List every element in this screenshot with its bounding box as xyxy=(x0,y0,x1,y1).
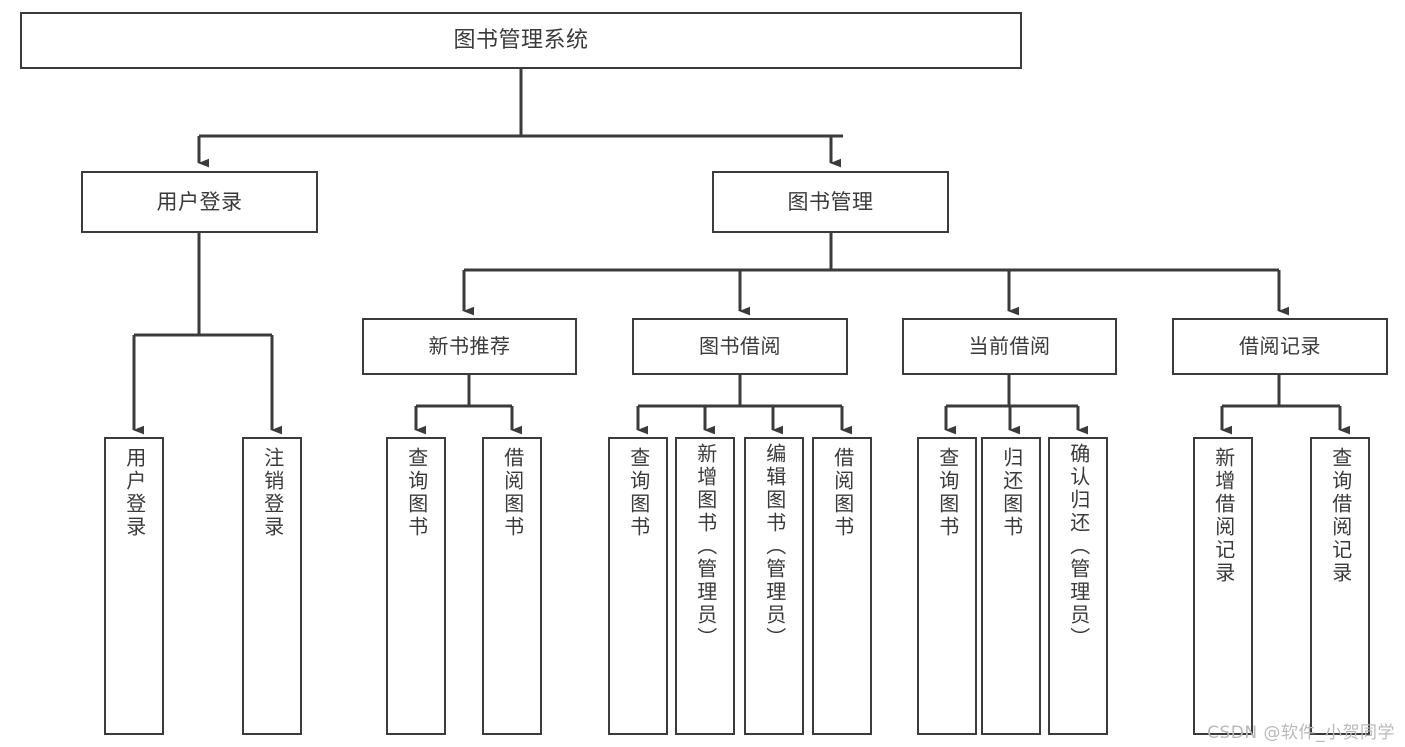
node-leaf-query-borrow-record[interactable]: 查询借阅记录 xyxy=(1310,437,1370,735)
node-leaf-edit-book-admin[interactable]: 编辑图书（管理员） xyxy=(744,437,804,735)
node-label: 查询图书 xyxy=(626,447,651,539)
node-leaf-query-book-current[interactable]: 查询图书 xyxy=(917,437,977,735)
csdn-watermark: CSDN @软件_小贺同学 xyxy=(1207,723,1395,743)
node-label: 用户登录 xyxy=(122,447,147,539)
node-label: 图书管理 xyxy=(787,189,874,214)
node-leaf-return-book[interactable]: 归还图书 xyxy=(981,437,1041,735)
node-label: 借阅记录 xyxy=(1239,333,1321,358)
node-label: 编辑图书（管理员） xyxy=(762,443,787,650)
node-label: 归还图书 xyxy=(999,447,1024,539)
node-label: 新书推荐 xyxy=(428,333,511,358)
node-leaf-borrow-book-newbook[interactable]: 借阅图书 xyxy=(482,437,542,735)
node-label: 用户登录 xyxy=(156,189,243,214)
node-leaf-confirm-return-admin[interactable]: 确认归还（管理员） xyxy=(1048,437,1108,735)
node-label: 确认归还（管理员） xyxy=(1066,443,1091,650)
node-leaf-borrow-book[interactable]: 借阅图书 xyxy=(812,437,872,735)
node-label: 借阅图书 xyxy=(500,447,525,539)
node-leaf-add-borrow-record[interactable]: 新增借阅记录 xyxy=(1193,437,1253,735)
node-label: 借阅图书 xyxy=(830,447,855,539)
node-label: 新增图书（管理员） xyxy=(693,443,718,650)
node-book-management[interactable]: 图书管理 xyxy=(712,171,949,233)
node-current-borrow[interactable]: 当前借阅 xyxy=(902,318,1117,375)
node-label: 注销登录 xyxy=(260,447,285,539)
node-label: 图书借阅 xyxy=(699,333,781,358)
node-leaf-user-login[interactable]: 用户登录 xyxy=(104,437,164,735)
node-label: 图书管理系统 xyxy=(453,27,589,53)
node-label: 当前借阅 xyxy=(968,333,1051,358)
node-borrow-record[interactable]: 借阅记录 xyxy=(1172,318,1388,375)
node-label: 新增借阅记录 xyxy=(1211,447,1236,585)
node-label: 查询借阅记录 xyxy=(1328,447,1353,585)
node-root-book-management-system[interactable]: 图书管理系统 xyxy=(20,12,1022,69)
node-label: 查询图书 xyxy=(404,447,429,539)
node-leaf-query-book-newbook[interactable]: 查询图书 xyxy=(386,437,446,735)
node-user-login[interactable]: 用户登录 xyxy=(81,171,318,233)
node-leaf-add-book-admin[interactable]: 新增图书（管理员） xyxy=(675,437,735,735)
node-leaf-logout-login[interactable]: 注销登录 xyxy=(242,437,302,735)
node-leaf-query-book-borrow[interactable]: 查询图书 xyxy=(608,437,668,735)
node-book-borrow[interactable]: 图书借阅 xyxy=(632,318,848,375)
node-label: 查询图书 xyxy=(935,447,960,539)
node-new-book-recommendation[interactable]: 新书推荐 xyxy=(362,318,577,375)
